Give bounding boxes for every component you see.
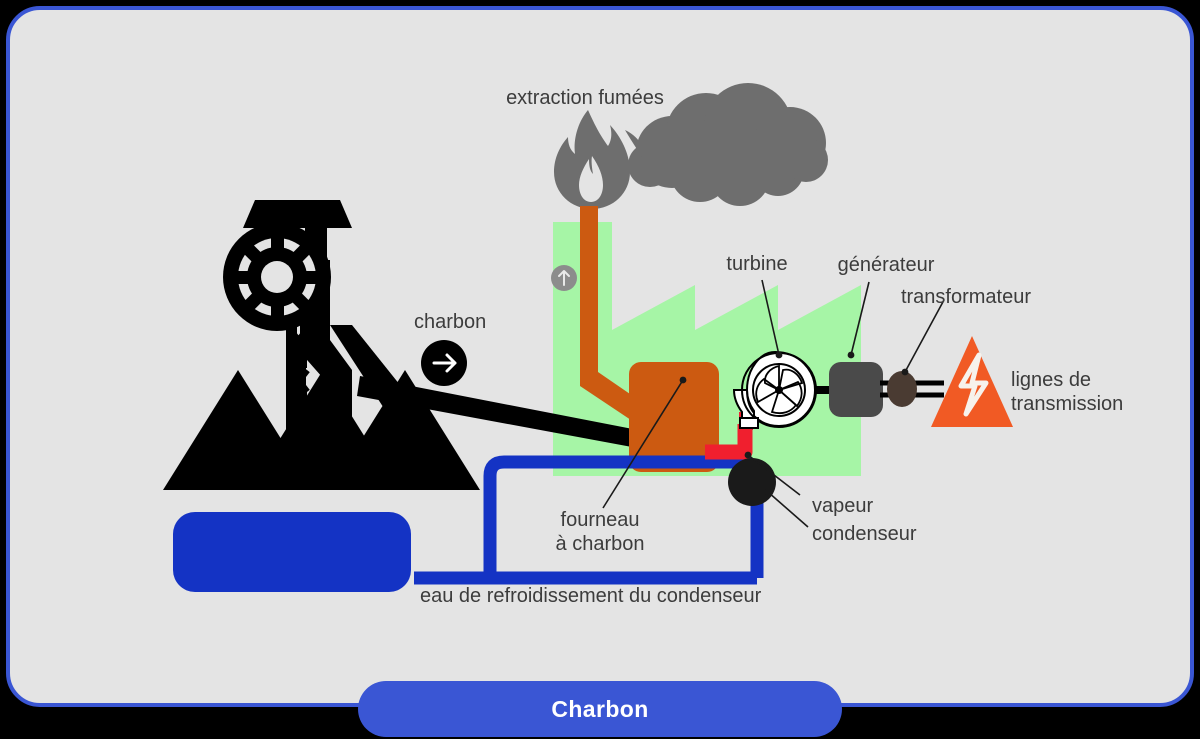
condenser-icon — [728, 458, 776, 506]
generator-icon — [829, 362, 883, 417]
coal-pile-icon — [163, 370, 480, 490]
label-generator: générateur — [838, 254, 935, 276]
title-bar-label: Charbon — [551, 695, 649, 722]
label-furnace-1: fourneau — [561, 509, 640, 531]
label-condenser: condenseur — [812, 523, 917, 545]
turbine-generator-shaft — [814, 386, 836, 394]
coal-conveyor — [357, 376, 648, 450]
turbine-icon — [732, 350, 817, 429]
label-furnace-2: à charbon — [556, 533, 645, 555]
chimney-pipe — [580, 206, 646, 430]
arrow-right-icon — [421, 340, 467, 386]
label-cooling-water: eau de refroidissement du condenseur — [420, 585, 762, 607]
coal-furnace — [629, 362, 719, 472]
label-transmission-2: transmission — [1011, 393, 1123, 415]
arrow-up-icon — [551, 265, 577, 291]
label-transmission-1: lignes de — [1011, 369, 1091, 391]
leader-lines — [602, 279, 945, 528]
steam-pipe — [705, 424, 753, 460]
transformer-icon — [887, 371, 917, 407]
label-smoke: extraction fumées — [506, 87, 664, 109]
mine-headframe-icon — [223, 200, 420, 478]
label-coal: charbon — [414, 311, 486, 333]
title-bar: Charbon — [358, 681, 842, 737]
label-turbine: turbine — [726, 253, 787, 275]
smoke-cloud-icon — [628, 83, 828, 206]
label-steam: vapeur — [812, 495, 873, 517]
water-reservoir-icon — [173, 512, 411, 592]
label-transformer: transformateur — [901, 286, 1031, 308]
flame-icon — [554, 110, 646, 209]
lightning-bolt-triangle-icon — [931, 336, 1013, 427]
leader-dots — [679, 351, 909, 496]
